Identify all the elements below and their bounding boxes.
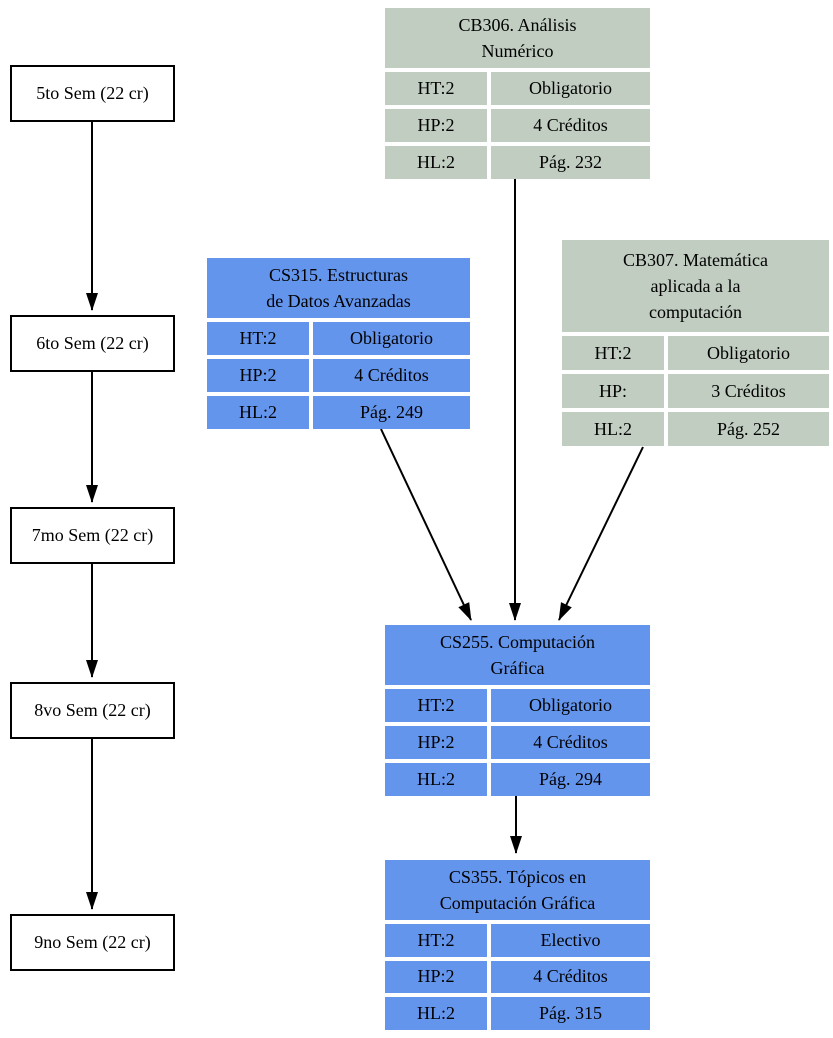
course-card-cb306: CB306. Análisis Numérico HT:2 Obligatori… [385,8,650,179]
course-title-line: computación [649,302,742,322]
row-label-hp: HP:2 [385,109,487,142]
course-title-line: Computación Gráfica [439,893,596,913]
course-title-line: aplicada a la [650,276,741,296]
course-title-line: Gráfica [490,658,545,678]
row-label-hl: HL:2 [385,146,487,179]
row-value-page: Pág. 294 [491,763,650,796]
semester-node-5to: 5to Sem (22 cr) [10,65,175,122]
course-title-line: Numérico [481,41,554,61]
course-title-line: CS315. Estructuras [269,265,408,285]
semester-node-7mo: 7mo Sem (22 cr) [10,507,175,564]
row-value-credits: 4 Créditos [491,960,650,994]
row-label-ht: HT:2 [562,336,664,370]
course-title: CB306. Análisis Numérico [385,8,650,68]
row-value-page: Pág. 232 [491,146,650,179]
row-value-type: Electivo [491,924,650,957]
row-label-hl: HL:2 [385,763,487,796]
row-label-hp: HP:2 [385,726,487,759]
row-label-ht: HT:2 [385,72,487,105]
row-label-hl: HL:2 [207,396,309,429]
row-value-credits: 4 Créditos [313,359,470,392]
course-card-cb307: CB307. Matemática aplicada a la computac… [562,240,829,446]
row-label-ht: HT:2 [385,689,487,722]
course-title-line: de Datos Avanzadas [266,291,411,311]
row-value-page: Pág. 249 [313,396,470,429]
course-title: CS355. Tópicos en Computación Gráfica [385,860,650,920]
course-card-cs355: CS355. Tópicos en Computación Gráfica HT… [385,860,650,1030]
row-value-type: Obligatorio [491,689,650,722]
course-title: CB307. Matemática aplicada a la computac… [562,240,829,332]
semester-node-6to: 6to Sem (22 cr) [10,315,175,372]
course-title-line: CB306. Análisis [458,15,577,35]
row-label-hl: HL:2 [385,997,487,1030]
row-label-hp: HP: [562,374,664,408]
edge-cb307-cs255 [558,446,644,621]
semester-node-9no: 9no Sem (22 cr) [10,914,175,971]
row-value-type: Obligatorio [668,336,829,370]
course-title: CS255. Computación Gráfica [385,625,650,685]
course-card-cs315: CS315. Estructuras de Datos Avanzadas HT… [207,258,470,429]
course-title-line: CB307. Matemática [623,250,768,270]
edge-cs315-cs255 [380,428,472,621]
row-label-ht: HT:2 [385,924,487,957]
course-title: CS315. Estructuras de Datos Avanzadas [207,258,470,318]
course-card-cs255: CS255. Computación Gráfica HT:2 Obligato… [385,625,650,796]
course-title-line: CS355. Tópicos en [448,867,587,887]
row-value-page: Pág. 315 [491,997,650,1030]
row-label-ht: HT:2 [207,322,309,355]
row-value-type: Obligatorio [491,72,650,105]
row-value-credits: 3 Créditos [668,374,829,408]
row-value-page: Pág. 252 [668,412,829,446]
row-value-credits: 4 Créditos [491,109,650,142]
row-value-type: Obligatorio [313,322,470,355]
row-label-hp: HP:2 [385,960,487,994]
row-label-hl: HL:2 [562,412,664,446]
semester-node-8vo: 8vo Sem (22 cr) [10,682,175,739]
row-label-hp: HP:2 [207,359,309,392]
course-title-line: CS255. Computación [439,632,595,652]
row-value-credits: 4 Créditos [491,726,650,759]
